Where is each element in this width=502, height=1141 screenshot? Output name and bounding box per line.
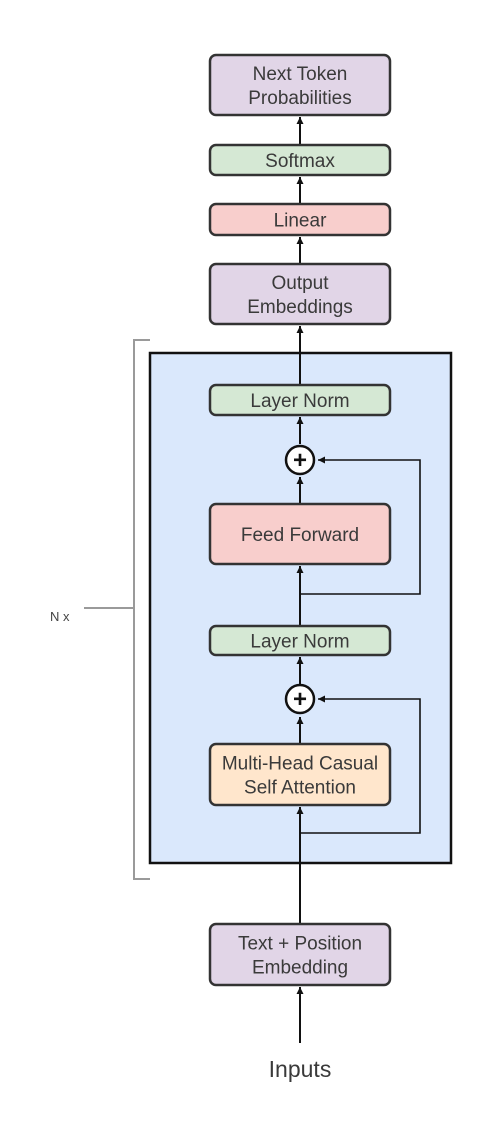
- next-token-probabilities-label-line-2: Probabilities: [248, 88, 352, 109]
- residual-connection-feedforward: [300, 456, 421, 595]
- layer-norm-bottom-rect: [208, 624, 392, 657]
- feed-forward-box: Feed Forward: [208, 502, 392, 566]
- add-circle: [284, 683, 316, 715]
- text-position-embedding-label-line-2: Embedding: [252, 958, 348, 979]
- residual-connection-attention: [300, 695, 421, 834]
- softmax-rect: [208, 143, 392, 177]
- repeat-count-label: N x: [50, 609, 70, 624]
- text-position-embedding-label-line-1: Text + Position: [238, 934, 362, 955]
- output-embeddings-label-line-1: Output: [271, 273, 329, 294]
- text-position-embedding-rect: [208, 922, 392, 987]
- linear-label-line-1: Linear: [274, 211, 327, 232]
- layer-norm-top-label-line-1: Layer Norm: [250, 391, 349, 412]
- add-circle: [284, 444, 316, 476]
- add-node-top: +: [284, 444, 316, 476]
- softmax-label-line-1: Softmax: [265, 151, 335, 172]
- next-token-probabilities-rect: [208, 53, 392, 117]
- add-node-bottom: +: [284, 683, 316, 715]
- softmax-box: Softmax: [208, 143, 392, 177]
- multi-head-attention-label-line-2: Self Attention: [244, 778, 356, 799]
- multi-head-attention-rect: [208, 742, 392, 807]
- add-symbol: +: [293, 686, 307, 713]
- layer-norm-bottom-label-line-1: Layer Norm: [250, 632, 349, 653]
- add-symbol: +: [293, 447, 307, 474]
- layer-norm-top-box: Layer Norm: [208, 383, 392, 417]
- repeat-bracket: [84, 339, 150, 880]
- multi-head-attention-label-line-1: Multi-Head Casual: [222, 754, 378, 775]
- layer-norm-top-rect: [208, 383, 392, 417]
- output-embeddings-rect: [208, 262, 392, 326]
- inputs-label: Inputs: [269, 1056, 332, 1082]
- feed-forward-rect: [208, 502, 392, 566]
- linear-rect: [208, 202, 392, 237]
- next-token-probabilities-label-line-1: Next Token: [253, 64, 348, 85]
- layer-norm-bottom-box: Layer Norm: [208, 624, 392, 657]
- feed-forward-label-line-1: Feed Forward: [241, 525, 359, 546]
- output-embeddings-label-line-2: Embeddings: [247, 297, 353, 318]
- linear-box: Linear: [208, 202, 392, 237]
